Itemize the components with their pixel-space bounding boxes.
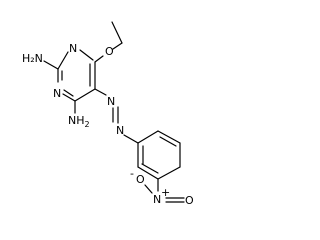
amino-top-label: H₂N [22,52,43,65]
bond-nitro-o-top [144,184,153,194]
bond-c5-nazo [94,88,107,96]
bond-c2-n1 [57,51,69,70]
bond-nazo-aryl [123,134,139,144]
bonds [43,21,185,203]
bond-ar2-double [159,136,177,147]
bond-c2-amino [43,60,59,70]
nitro-nitrogen-label: N [153,193,161,206]
nitro-charge-plus: + [161,186,170,199]
bond-ar2 [157,130,181,144]
nitro-oxygen-top-label: O [136,173,145,186]
structure-drawing: H₂N N N O NH2 N N N + O - O [22,21,194,207]
bond-ar5-double [141,163,159,174]
bond-c5-c4 [74,88,96,102]
bond-ar1 [137,130,159,144]
bond-ch2-ch3 [111,21,123,44]
azo-nitrogen-1-label: N [107,95,115,108]
molecule-structure: H₂N N N O NH2 N N N + O - O [22,21,194,207]
ring-nitrogen-top-label: N [69,42,77,55]
bond-c4-n3-double [63,89,74,97]
amino-bottom-label: NH2 [68,114,90,129]
nitro-oxygen-right-label: O [185,194,194,207]
bond-c4-n3 [62,93,76,102]
bond-ar5 [137,166,159,180]
bond-c6-o [94,55,104,63]
nitro-oxygen-charge: - [130,167,134,180]
bond-n1-c6 [79,49,94,61]
ether-oxygen-label: O [105,45,114,58]
atom-labels: H₂N N N O NH2 N N N + O - O [22,42,194,207]
ring-nitrogen-bottom-label: N [53,87,61,100]
bond-ar4 [157,166,181,180]
bond-o-ch2 [112,42,123,50]
azo-nitrogen-2-label: N [116,124,124,137]
